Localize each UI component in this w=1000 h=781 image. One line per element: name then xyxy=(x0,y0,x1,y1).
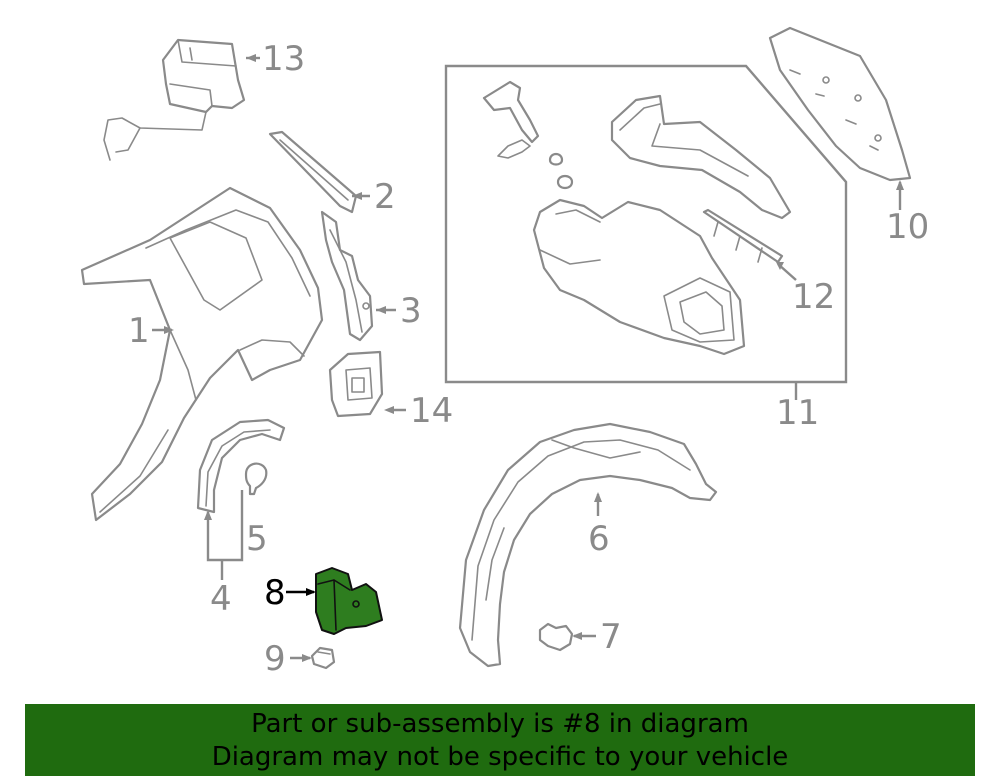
callout-8: 8 xyxy=(264,573,286,613)
part-1-quarter-panel[interactable] xyxy=(80,186,324,522)
part-13-module[interactable] xyxy=(103,38,246,161)
info-banner: Part or sub-assembly is #8 in diagram Di… xyxy=(25,704,975,776)
part-5-clip[interactable] xyxy=(244,462,268,496)
part-7-push-clip[interactable] xyxy=(538,622,574,652)
callout-2: 2 xyxy=(374,177,396,217)
callout-4: 4 xyxy=(210,579,232,619)
part-4-arch-moulding[interactable] xyxy=(196,418,286,514)
callout-10: 10 xyxy=(886,207,929,247)
part-12-bracket[interactable] xyxy=(702,208,784,264)
callout-5: 5 xyxy=(246,519,268,559)
group-11-box xyxy=(444,64,848,384)
callout-7: 7 xyxy=(600,617,622,657)
part-11-fuel-neck-assembly[interactable] xyxy=(482,80,792,356)
part-2-strip[interactable] xyxy=(268,130,358,214)
leader-lines xyxy=(152,54,904,662)
part-9-bolt[interactable] xyxy=(310,646,336,670)
callout-13: 13 xyxy=(262,39,305,79)
callout-3: 3 xyxy=(400,291,422,331)
callout-labels: 13 2 3 1 14 4 5 6 7 8 9 10 11 12 xyxy=(128,39,929,679)
callout-6: 6 xyxy=(588,519,610,559)
callout-9: 9 xyxy=(264,639,286,679)
banner-line-1: Part or sub-assembly is #8 in diagram xyxy=(251,709,749,739)
part-8-highlighted[interactable] xyxy=(315,567,383,635)
banner-line-2: Diagram may not be specific to your vehi… xyxy=(211,742,789,772)
callout-12: 12 xyxy=(792,277,835,317)
part-3-reinforcement[interactable] xyxy=(320,210,374,342)
callout-14: 14 xyxy=(410,391,453,431)
callout-1: 1 xyxy=(128,311,150,351)
part-14-filler-housing[interactable] xyxy=(328,350,384,418)
part-6-wheel-liner[interactable] xyxy=(458,422,718,668)
callout-11: 11 xyxy=(776,393,819,433)
part-10-panel[interactable] xyxy=(768,26,912,182)
